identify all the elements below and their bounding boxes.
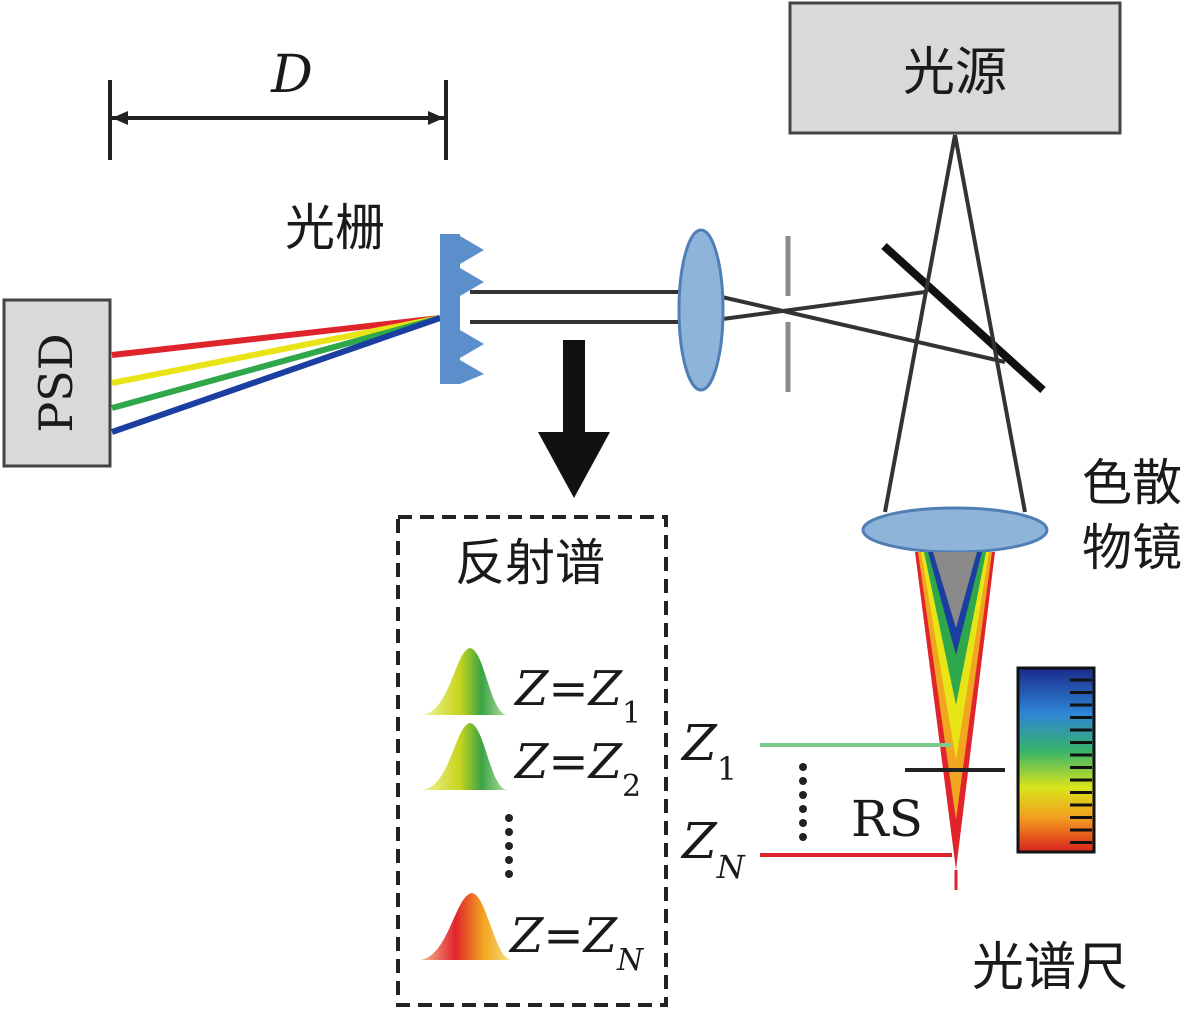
light-source-label: 光源 bbox=[903, 43, 1007, 103]
depth-dot bbox=[799, 777, 807, 785]
depth-dot bbox=[799, 791, 807, 799]
spectrum-label-zn-sub: N bbox=[616, 943, 645, 978]
spectrum-peak-z1 bbox=[420, 648, 508, 715]
distance-marker: D bbox=[108, 45, 448, 160]
depth-label-z1-sym: Z bbox=[680, 714, 718, 772]
grating-body bbox=[440, 234, 460, 384]
grating-tooth-3 bbox=[460, 330, 484, 358]
spectrum-dot bbox=[505, 870, 513, 878]
spectral-ruler-bar bbox=[1016, 666, 1096, 854]
depth-dot bbox=[799, 805, 807, 813]
distance-arrow-left bbox=[112, 111, 128, 125]
spectrum-label-zn-z: Z bbox=[508, 908, 545, 964]
beamsplitter bbox=[881, 243, 1046, 393]
grating-label: 光栅 bbox=[285, 199, 385, 257]
collimated-beam bbox=[470, 290, 1006, 364]
grating-tooth-4 bbox=[460, 360, 484, 384]
spectrum-peak-z2 bbox=[420, 723, 508, 790]
spectrum-label-zn-eq: = bbox=[543, 908, 583, 964]
reflection-spectrum-title: 反射谱 bbox=[455, 534, 605, 592]
spectrum-label-z1-eq: = bbox=[548, 661, 588, 717]
grating-tooth-1 bbox=[460, 236, 484, 264]
depth-label-z1: Z1 bbox=[680, 714, 737, 788]
light-source: 光源 bbox=[788, 1, 1122, 135]
spectrum-label-z2: Z=Z2 bbox=[513, 734, 641, 804]
depth-label-zn-sub: N bbox=[716, 848, 746, 886]
cone-core bbox=[933, 552, 977, 628]
depth-label-zn: ZN bbox=[680, 812, 746, 886]
psd-box bbox=[2, 298, 112, 468]
spectrum-label-z1-sub: 1 bbox=[622, 696, 641, 731]
dispersion-cone bbox=[915, 552, 995, 890]
dispersive-objective-lens bbox=[861, 506, 1049, 554]
psd-label: PSD bbox=[29, 333, 83, 432]
spectrum-dot bbox=[505, 828, 513, 836]
depth-label-z1-sub: 1 bbox=[717, 750, 737, 788]
distance-label: D bbox=[270, 45, 313, 105]
illumination-cone bbox=[883, 134, 1027, 513]
reflection-spectrum-box bbox=[396, 515, 668, 1007]
cone-left bbox=[883, 134, 957, 513]
spectrum-label-z1-zsym: Z bbox=[587, 661, 624, 717]
spectrum-label-zn-zsym: Z bbox=[582, 908, 619, 964]
ray-yellow bbox=[111, 315, 441, 386]
depth-label-zn-sym: Z bbox=[680, 812, 718, 870]
light-source-box bbox=[788, 1, 1122, 135]
down-arrow-shaft bbox=[563, 340, 585, 435]
depth-dot bbox=[799, 763, 807, 771]
spectrum-label-z2-sub: 2 bbox=[622, 769, 641, 804]
depth-dots bbox=[799, 763, 807, 841]
down-arrow-head bbox=[538, 432, 610, 498]
spectral-ruler-ticks bbox=[1070, 678, 1092, 844]
spectrum-dots bbox=[505, 814, 513, 878]
depth-dot bbox=[799, 833, 807, 841]
spectral-ruler-label: 光谱尺 bbox=[972, 938, 1128, 998]
spectral-ruler bbox=[1016, 666, 1096, 854]
diffracted-rays bbox=[111, 315, 441, 435]
collimating-lens bbox=[677, 228, 725, 392]
cone-right bbox=[953, 134, 1027, 513]
psd-detector: PSD bbox=[2, 298, 112, 468]
beam-cross-1 bbox=[699, 290, 1006, 364]
ray-red bbox=[111, 315, 441, 358]
down-arrow bbox=[538, 340, 610, 498]
spectrum-dot bbox=[505, 842, 513, 850]
rs-label: RS bbox=[851, 790, 923, 848]
grating bbox=[440, 234, 484, 384]
spectrum-dot bbox=[505, 856, 513, 864]
spectrum-dot bbox=[505, 814, 513, 822]
spectrum-label-z1-z: Z bbox=[513, 661, 550, 717]
spectrum-label-zn: Z=ZN bbox=[508, 908, 645, 978]
spectrum-label-z2-zsym: Z bbox=[587, 734, 624, 790]
dispersive-objective-label-1: 色散 bbox=[1082, 454, 1182, 512]
ray-blue bbox=[111, 315, 441, 435]
grating-tooth-2 bbox=[460, 268, 484, 296]
ray-green bbox=[111, 315, 441, 411]
beam-cross-2 bbox=[699, 290, 926, 324]
dispersive-objective-label-2: 物镜 bbox=[1082, 519, 1182, 577]
spectrum-label-z2-eq: = bbox=[548, 734, 588, 790]
spectrum-label-z1: Z=Z1 bbox=[513, 661, 641, 731]
depth-dot bbox=[799, 819, 807, 827]
distance-arrow-right bbox=[428, 111, 444, 125]
spectrum-peak-zn bbox=[418, 893, 512, 960]
spectrum-label-z2-z: Z bbox=[513, 734, 550, 790]
